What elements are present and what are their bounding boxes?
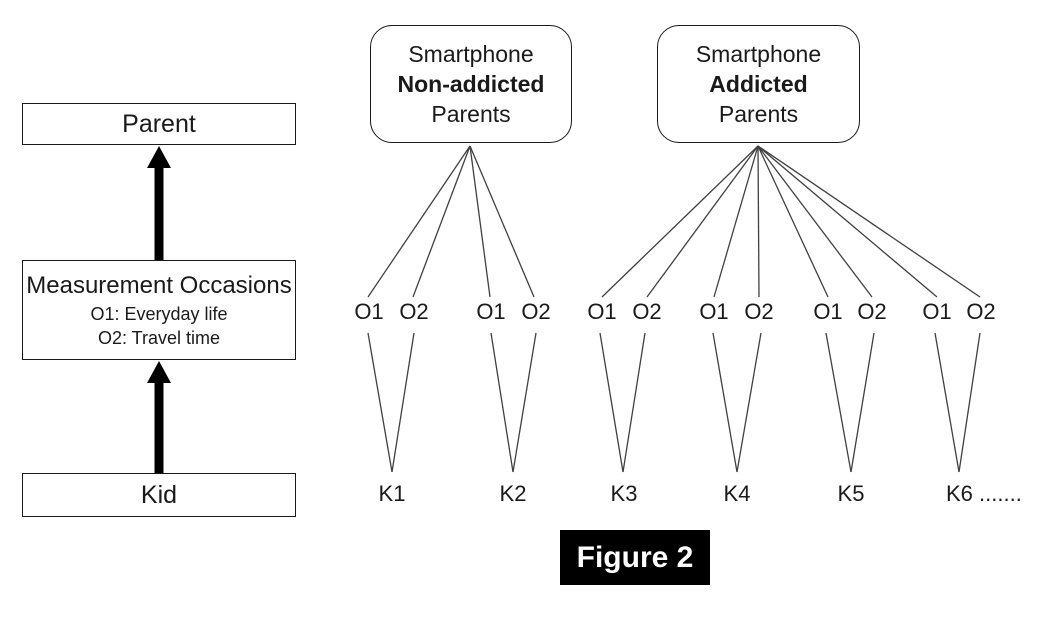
arrow-head-icon [147, 146, 171, 168]
connector-line [622, 332, 646, 473]
connector-line [646, 145, 759, 298]
measurement-box-o2-label: O2: Travel time [97, 328, 221, 348]
measurement-box-title: Measurement Occasions [26, 272, 292, 299]
occasion-label: O1 [699, 299, 729, 324]
group-box-line: Addicted [709, 71, 808, 97]
occasion-label: O2 [521, 299, 551, 324]
connector-line [757, 145, 981, 298]
connector-line [757, 145, 938, 298]
connector-line [934, 332, 960, 473]
kid-label: K2 [499, 481, 527, 506]
connector-line [391, 332, 415, 473]
connector-line [958, 332, 981, 473]
parent-box: Parent [22, 103, 296, 145]
kid-label: K4 [723, 481, 751, 506]
connector-line [601, 145, 759, 298]
group-box-line: Non-addicted [397, 71, 545, 97]
group-box-addicted-parents: Smartphone Addicted Parents [657, 25, 860, 143]
connector-line [850, 332, 875, 473]
kid-label: K5 [837, 481, 865, 506]
connector-line [757, 145, 873, 298]
measurement-occasions-box: Measurement Occasions O1: Everyday life … [22, 260, 296, 360]
connector-line [825, 332, 852, 473]
connector-line [599, 332, 624, 473]
occasion-label: O1 [354, 299, 384, 324]
connector-line [469, 145, 535, 298]
arrow-measurement-to-parent [147, 146, 171, 260]
group-box-line: Parents [431, 101, 511, 127]
occasion-label: O1 [922, 299, 952, 324]
kid-label: K6 ....... [946, 481, 1022, 506]
group-box-line: Smartphone [408, 41, 534, 67]
figure-caption-text: Figure 2 [576, 540, 694, 574]
connector-line [713, 145, 759, 298]
parent-box-label: Parent [122, 109, 196, 138]
kid-label: K3 [610, 481, 638, 506]
connector-line [712, 332, 738, 473]
connector-line [757, 145, 829, 298]
group-box-line: Parents [718, 101, 799, 127]
occasion-label: O2 [399, 299, 429, 324]
connector-line [469, 145, 491, 298]
occasion-label: O1 [813, 299, 843, 324]
occasion-label: O1 [476, 299, 506, 324]
kid-box-label: Kid [140, 480, 178, 509]
fan-lines-addicted [601, 145, 981, 298]
group-box-nonaddicted-parents: Smartphone Non-addicted Parents [370, 25, 572, 143]
connector-line [367, 145, 471, 298]
group-box-line: Smartphone [695, 41, 822, 67]
connector-line [512, 332, 537, 473]
connector-line [736, 332, 762, 473]
fan-lines-nonaddicted [367, 145, 535, 298]
measurement-box-o1-label: O1: Everyday life [90, 304, 228, 324]
figure-caption: Figure 2 [560, 530, 710, 585]
occasion-label: O2 [966, 299, 996, 324]
kid-box: Kid [22, 473, 296, 517]
arrow-kid-to-measurement [147, 361, 171, 473]
connector-line [757, 145, 760, 298]
occasion-label: O2 [857, 299, 887, 324]
arrow-head-icon [147, 361, 171, 383]
occasion-label: O2 [632, 299, 662, 324]
occasion-to-kid-lines [367, 332, 981, 473]
connector-line [490, 332, 514, 473]
connector-line [412, 145, 471, 298]
occasion-label: O2 [744, 299, 774, 324]
occasion-label: O1 [587, 299, 617, 324]
connector-line [367, 332, 393, 473]
kid-label: K1 [378, 481, 406, 506]
